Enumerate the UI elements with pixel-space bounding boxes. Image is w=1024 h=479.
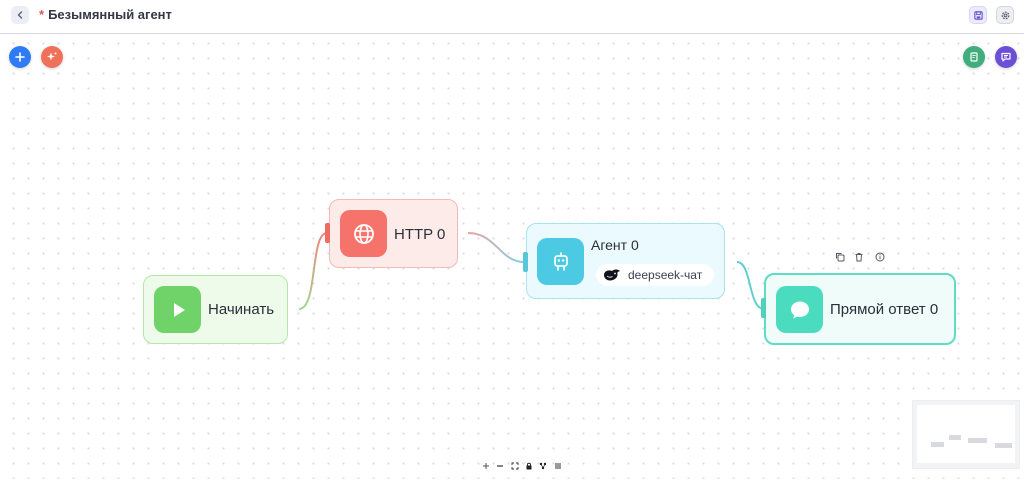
start-node-label: Начинать xyxy=(208,301,275,318)
model-name: deepseek-чат xyxy=(628,268,703,282)
minimap-node xyxy=(995,443,1012,448)
http-node-label: HTTP 0 xyxy=(394,226,446,243)
info-icon xyxy=(875,252,885,262)
notes-button[interactable] xyxy=(963,46,985,68)
gear-icon xyxy=(1001,11,1009,19)
settings-button[interactable] xyxy=(996,6,1014,24)
http-node-icon xyxy=(340,210,387,257)
plus-icon xyxy=(483,463,490,469)
canvas-controls xyxy=(479,459,565,473)
layout-icon xyxy=(540,462,547,470)
fit-view-button[interactable] xyxy=(510,461,520,471)
menu-button[interactable] xyxy=(553,461,563,471)
play-icon xyxy=(173,302,185,317)
http-node[interactable]: HTTP 0 xyxy=(329,199,458,268)
chat-icon xyxy=(1001,52,1011,62)
minimap-node xyxy=(968,438,987,443)
agent-node-icon xyxy=(537,238,584,285)
menu-icon xyxy=(554,463,561,469)
direct-reply-node[interactable]: Прямой ответ 0 xyxy=(764,273,956,345)
http-node-input-handle[interactable] xyxy=(325,223,330,243)
direct-reply-node-label: Прямой ответ 0 xyxy=(830,301,939,318)
edge-http-agent[interactable] xyxy=(467,232,525,263)
minimap-node xyxy=(949,435,961,440)
minimap[interactable] xyxy=(912,400,1020,469)
deepseek-whale-icon xyxy=(604,269,620,281)
copy-icon xyxy=(836,253,845,262)
zoom-out-button[interactable] xyxy=(495,461,505,471)
back-button[interactable] xyxy=(11,6,29,24)
node-info-button[interactable] xyxy=(873,250,887,264)
start-node[interactable]: Начинать xyxy=(143,275,288,344)
direct-reply-node-input-handle[interactable] xyxy=(761,298,766,318)
minimap-node xyxy=(931,442,944,447)
layout-button[interactable] xyxy=(538,461,548,471)
plus-icon xyxy=(15,52,25,62)
page-title[interactable]: *Безымянный агент xyxy=(39,7,172,22)
back-arrow-icon xyxy=(17,11,23,19)
save-button[interactable] xyxy=(969,6,987,24)
model-chip[interactable]: deepseek-чат xyxy=(596,264,714,286)
trash-icon xyxy=(855,253,863,262)
notes-icon xyxy=(970,52,978,62)
lock-button[interactable] xyxy=(524,461,534,471)
agent-node[interactable]: Агент 0 deepseek-чат xyxy=(526,223,725,299)
agent-title: Безымянный агент xyxy=(48,7,172,22)
edge-start-http[interactable] xyxy=(298,232,328,310)
add-node-button[interactable] xyxy=(9,46,31,68)
robot-icon xyxy=(553,251,568,271)
delete-node-button[interactable] xyxy=(852,250,866,264)
fit-view-icon xyxy=(511,462,519,470)
copy-node-button[interactable] xyxy=(833,250,847,264)
minimap-viewport xyxy=(917,405,1015,463)
sparkle-icon xyxy=(47,52,57,61)
save-icon xyxy=(973,10,983,20)
edge-agent-reply[interactable] xyxy=(736,261,765,310)
direct-reply-node-icon xyxy=(776,286,823,333)
start-node-icon xyxy=(154,286,201,333)
globe-icon xyxy=(353,223,374,244)
ai-generate-button[interactable] xyxy=(41,46,63,68)
lock-icon xyxy=(526,462,532,470)
agent-node-input-handle[interactable] xyxy=(523,252,528,272)
speech-bubble-icon xyxy=(790,301,809,318)
minus-icon xyxy=(497,465,504,467)
zoom-in-button[interactable] xyxy=(481,461,491,471)
unsaved-marker: * xyxy=(39,7,45,22)
top-header: *Безымянный агент xyxy=(0,0,1024,34)
chat-button[interactable] xyxy=(995,46,1017,68)
agent-node-label: Агент 0 xyxy=(591,237,639,253)
